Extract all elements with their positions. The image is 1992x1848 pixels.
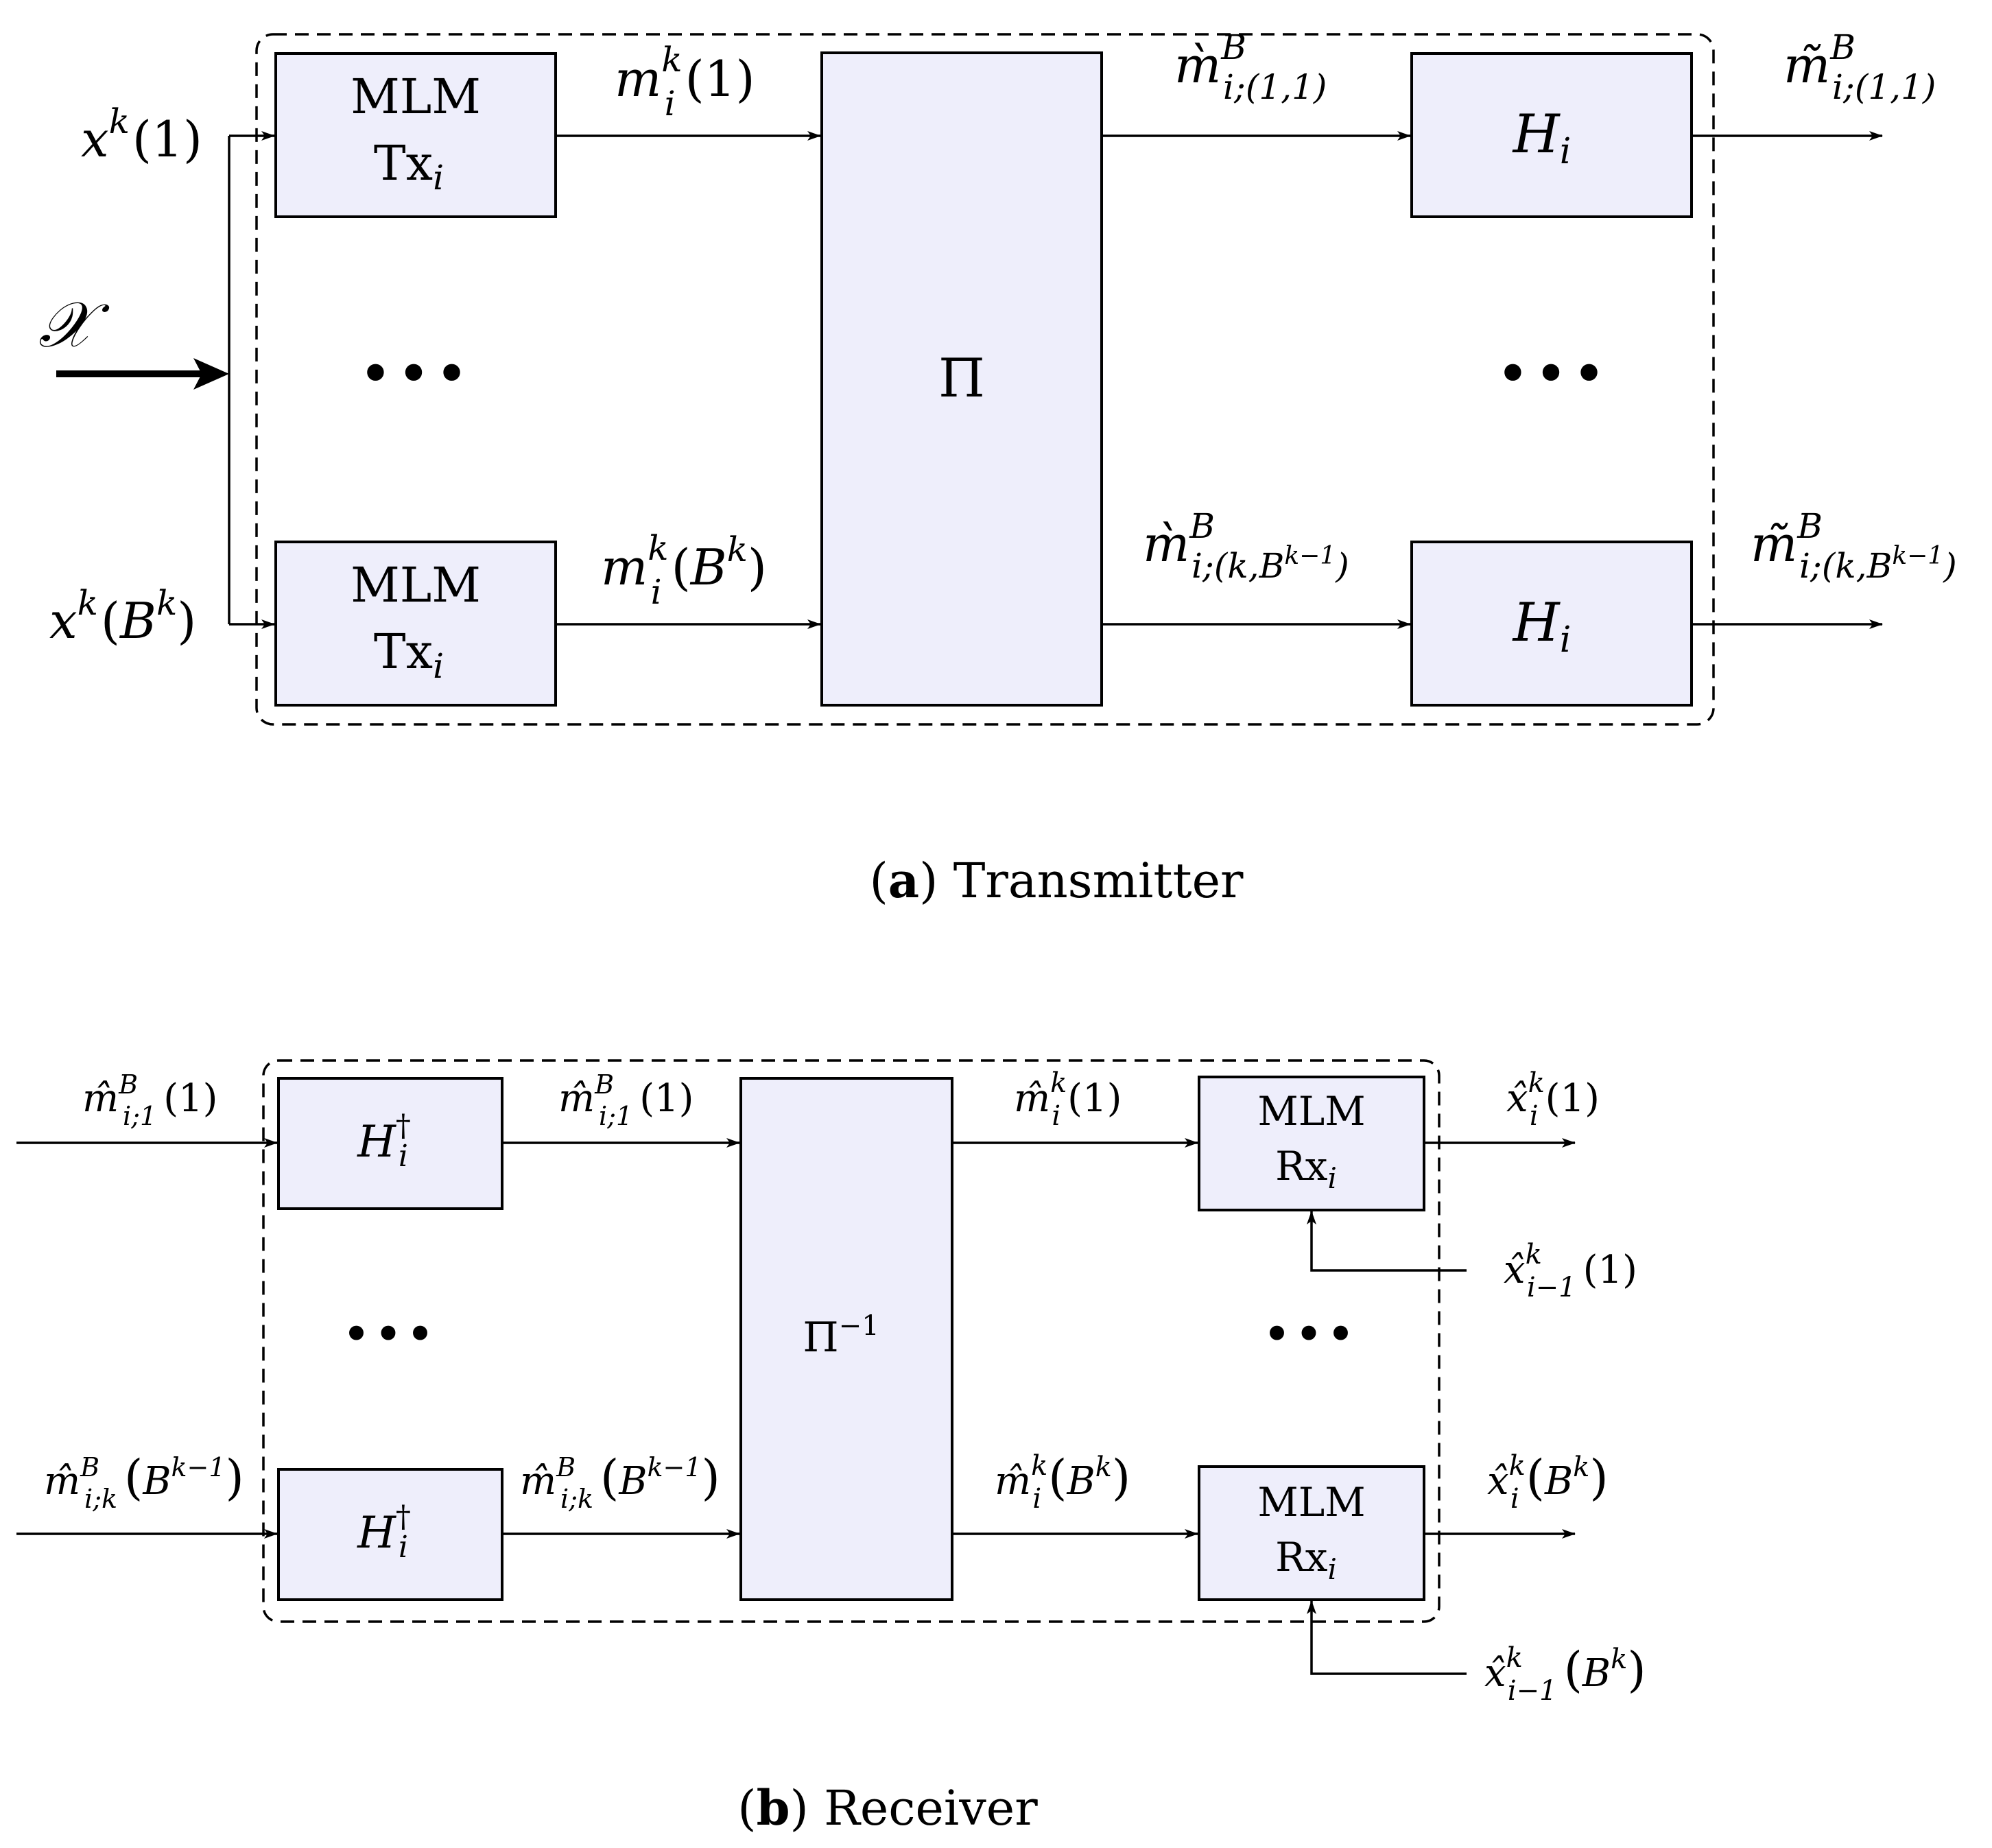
tx-input-bottom-label: xk(Bk) xyxy=(49,583,196,650)
receiver-frame xyxy=(262,1059,1440,1623)
transmitter-diagram: MLM Txi MLM Txi Π Hi Hi ••• ••• 𝒳 xk(1) … xyxy=(38,27,1957,909)
tx-h-bottom-label: Hi xyxy=(1512,592,1572,661)
receiver-diagram: H†i H†i Π−1 MLM Rxi MLM Rxi ••• ••• m̂̂B… xyxy=(16,1059,1646,1836)
rx-mlm-bottom-line1: MLM xyxy=(1257,1479,1365,1526)
tx-ellipsis-right: ••• xyxy=(1496,340,1611,407)
rx-caption: (b) Receiver xyxy=(737,1779,1038,1836)
rx-hdagger-block-top xyxy=(277,1077,503,1210)
tx-mlm-bottom-line2: Txi xyxy=(374,624,444,686)
rx-feedback-wire-bottom xyxy=(1307,1600,1467,1675)
tx-mlm-top-line2: Txi xyxy=(374,135,444,198)
rx-inverse-permutation-label: Π−1 xyxy=(803,1310,879,1362)
rx-hdagger-top-label: H†i xyxy=(357,1109,411,1174)
rx-mlm-top-line1: MLM xyxy=(1257,1088,1365,1135)
tx-permutation-label: Π xyxy=(938,348,985,410)
tx-mlm-bottom-line1: MLM xyxy=(351,557,481,613)
rx-mlm-bottom-line2: Rxi xyxy=(1275,1534,1337,1586)
rx-inverse-permutation-block xyxy=(739,1077,953,1601)
rx-hdagger-block-bottom xyxy=(277,1468,503,1601)
tx-mlm-block-top xyxy=(274,52,557,218)
tx-permutation-block xyxy=(820,51,1103,707)
tx-input-arrowhead xyxy=(193,358,229,390)
tx-h-top-label: Hi xyxy=(1512,104,1572,172)
tx-h-block-bottom xyxy=(1410,541,1693,707)
rx-mlm-top-line2: Rxi xyxy=(1275,1143,1337,1195)
rx-feedback-wire-top xyxy=(1307,1211,1467,1272)
rx-ellipsis-right: ••• xyxy=(1262,1305,1357,1363)
tx-caption: (a) Transmitter xyxy=(869,852,1244,909)
transmitter-frame xyxy=(255,33,1715,726)
rx-hdagger-bottom-label: H†i xyxy=(357,1500,411,1565)
tx-mlm-block-bottom xyxy=(274,541,557,707)
tx-input-top-label: xk(1) xyxy=(81,102,202,168)
tx-ellipsis-left: ••• xyxy=(359,340,473,407)
rx-ellipsis-left: ••• xyxy=(342,1305,437,1363)
tx-input-set-label: 𝒳 xyxy=(38,288,110,362)
tx-mlm-top-line1: MLM xyxy=(351,69,481,125)
